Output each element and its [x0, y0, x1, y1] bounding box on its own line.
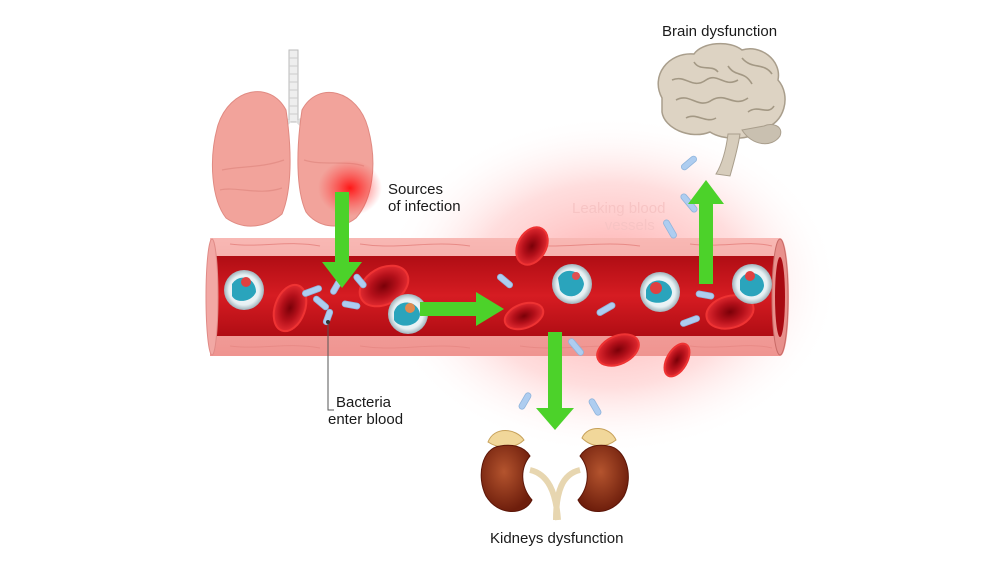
- red-blood-cell: [596, 333, 640, 367]
- red-blood-cell: [705, 294, 755, 330]
- leaking-label-line1: Leaking blood: [572, 200, 666, 217]
- lungs-icon: [211, 49, 382, 227]
- white-blood-cell: [552, 264, 592, 304]
- bacteria-label-line1: Bacteria: [336, 394, 392, 411]
- kidneys-icon: [480, 428, 629, 521]
- red-blood-cell: [272, 283, 308, 333]
- sources-label-line2: of infection: [388, 198, 461, 215]
- white-blood-cell: [640, 272, 680, 312]
- white-blood-cells: [224, 264, 772, 334]
- kidneys-dysfunction-label: Kidneys dysfunction: [490, 530, 624, 547]
- sources-of-infection-label: Sources of infection: [388, 181, 461, 215]
- arrow-down-kidneys: [536, 332, 574, 430]
- bacteria: [302, 155, 715, 416]
- bacteria-label-line2: enter blood: [328, 411, 404, 428]
- red-blood-cell: [515, 226, 549, 266]
- arrow-up-brain: [688, 180, 724, 284]
- bacteria-enter-blood-label: Bacteria enter blood: [328, 394, 403, 428]
- arrow-down-lungs: [322, 192, 362, 288]
- red-blood-cell: [503, 301, 545, 331]
- bacteria-pointer-line: [327, 322, 334, 411]
- white-blood-cell: [224, 270, 264, 310]
- leaking-vessels-label: Leaking blood vessels: [572, 200, 665, 234]
- sources-label-line1: Sources: [388, 181, 444, 198]
- red-blood-cells: [272, 226, 755, 378]
- white-blood-cell: [388, 294, 428, 334]
- arrow-right-vessel: [420, 292, 504, 326]
- green-arrows: [322, 180, 724, 430]
- leaking-label-line2: vessels: [604, 217, 655, 234]
- white-blood-cell: [732, 264, 772, 304]
- brain-dysfunction-label: Brain dysfunction: [662, 23, 778, 40]
- red-blood-cell: [663, 342, 691, 378]
- brain-icon: [657, 42, 786, 177]
